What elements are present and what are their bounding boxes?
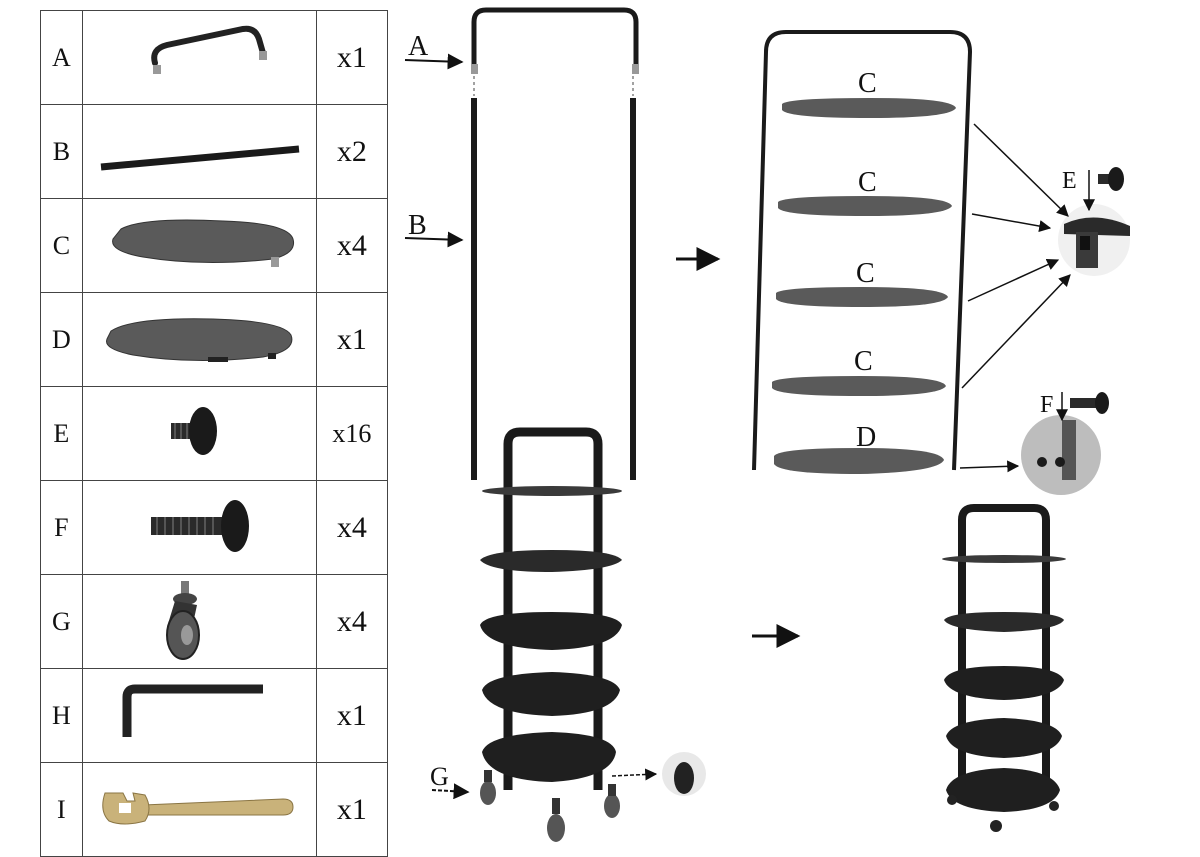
- label-b: B: [408, 210, 427, 241]
- part-letter: C: [40, 198, 83, 293]
- caster-detail-callout: [662, 752, 706, 796]
- label-d: D: [856, 422, 876, 453]
- label-e: E: [1062, 168, 1077, 194]
- base-shelf-icon: [105, 317, 293, 362]
- hex-key-icon: [122, 684, 263, 737]
- part-letter: D: [40, 292, 83, 387]
- u-frame-icon: [151, 25, 267, 74]
- parts-row-h: H x1: [40, 668, 389, 763]
- parts-row-g: G x4: [40, 574, 389, 669]
- arrow-a: [404, 53, 464, 70]
- part-letter: B: [40, 104, 83, 199]
- part-quantity: x16: [315, 386, 389, 481]
- label-c3: C: [856, 258, 875, 289]
- part-letter: G: [40, 574, 83, 669]
- arrow-caster-detail: [611, 768, 658, 781]
- bolt-long-icon: [150, 499, 249, 552]
- parts-row-i: I x1: [40, 762, 389, 857]
- caster-wheel-icon: [547, 798, 565, 842]
- parts-row-a: A x1: [40, 10, 389, 105]
- part-letter: F: [40, 480, 83, 575]
- bolt-short-icon: [170, 406, 217, 455]
- arrow-shelf2-e: [971, 213, 1052, 232]
- arrow-shelf4-e: [961, 274, 1071, 389]
- part-quantity: x1: [315, 292, 389, 387]
- part-quantity: x1: [315, 10, 389, 105]
- part-quantity: x1: [315, 762, 389, 857]
- parts-row-e: E x16: [40, 386, 389, 481]
- part-letter: H: [40, 668, 83, 763]
- label-f: F: [1040, 392, 1053, 418]
- caster-wheel-icon: [480, 770, 496, 805]
- final-assembled-cart: [942, 504, 1066, 832]
- parts-row-d: D x1: [40, 292, 389, 387]
- label-c4: C: [854, 346, 873, 377]
- arrow-g: [431, 783, 470, 800]
- part-quantity: x4: [315, 574, 389, 669]
- bolt-e-callout: [1058, 167, 1130, 276]
- part-letter: A: [40, 10, 83, 105]
- arrow-shelf1-e: [973, 123, 1069, 217]
- part-quantity: x2: [315, 104, 389, 199]
- part-letter: E: [40, 386, 83, 481]
- parts-row-c: C x4: [40, 198, 389, 293]
- parts-row-f: F x4: [40, 480, 389, 575]
- wrench-icon: [102, 791, 294, 824]
- bolt-short-icon: [1098, 167, 1124, 191]
- label-c1: C: [858, 68, 877, 99]
- parts-row-b: B x2: [40, 104, 389, 199]
- bolt-long-icon: [1070, 392, 1109, 414]
- rod-icon: [100, 145, 300, 170]
- step1-frame: [471, 7, 639, 480]
- caster-wheel-icon: [165, 580, 200, 660]
- part-quantity: x4: [315, 480, 389, 575]
- label-a: A: [408, 31, 429, 62]
- cart-with-casters: [480, 427, 706, 842]
- arrow-b: [404, 231, 464, 248]
- label-g: G: [430, 762, 449, 791]
- part-quantity: x4: [315, 198, 389, 293]
- label-c2: C: [858, 167, 877, 198]
- arrow-shelf3-e: [967, 259, 1060, 302]
- parts-table: A x1 B x2 C: [40, 10, 389, 857]
- caster-wheel-icon: [604, 784, 620, 818]
- arrow-base-f: [959, 460, 1020, 473]
- part-quantity: x1: [315, 668, 389, 763]
- part-letter: I: [40, 762, 83, 857]
- step2-frame-with-shelves: [752, 30, 973, 474]
- bolt-f-callout: [1021, 392, 1109, 495]
- shelf-icon: [111, 219, 294, 267]
